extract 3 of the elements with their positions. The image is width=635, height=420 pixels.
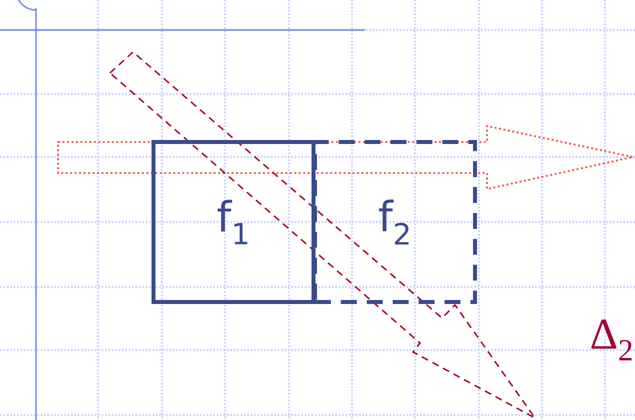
box: f$_{2}$ <box>313 140 477 304</box>
symbol-label: Δ$_{2}$ <box>591 320 632 360</box>
box: f$_{1}$ <box>152 140 316 304</box>
